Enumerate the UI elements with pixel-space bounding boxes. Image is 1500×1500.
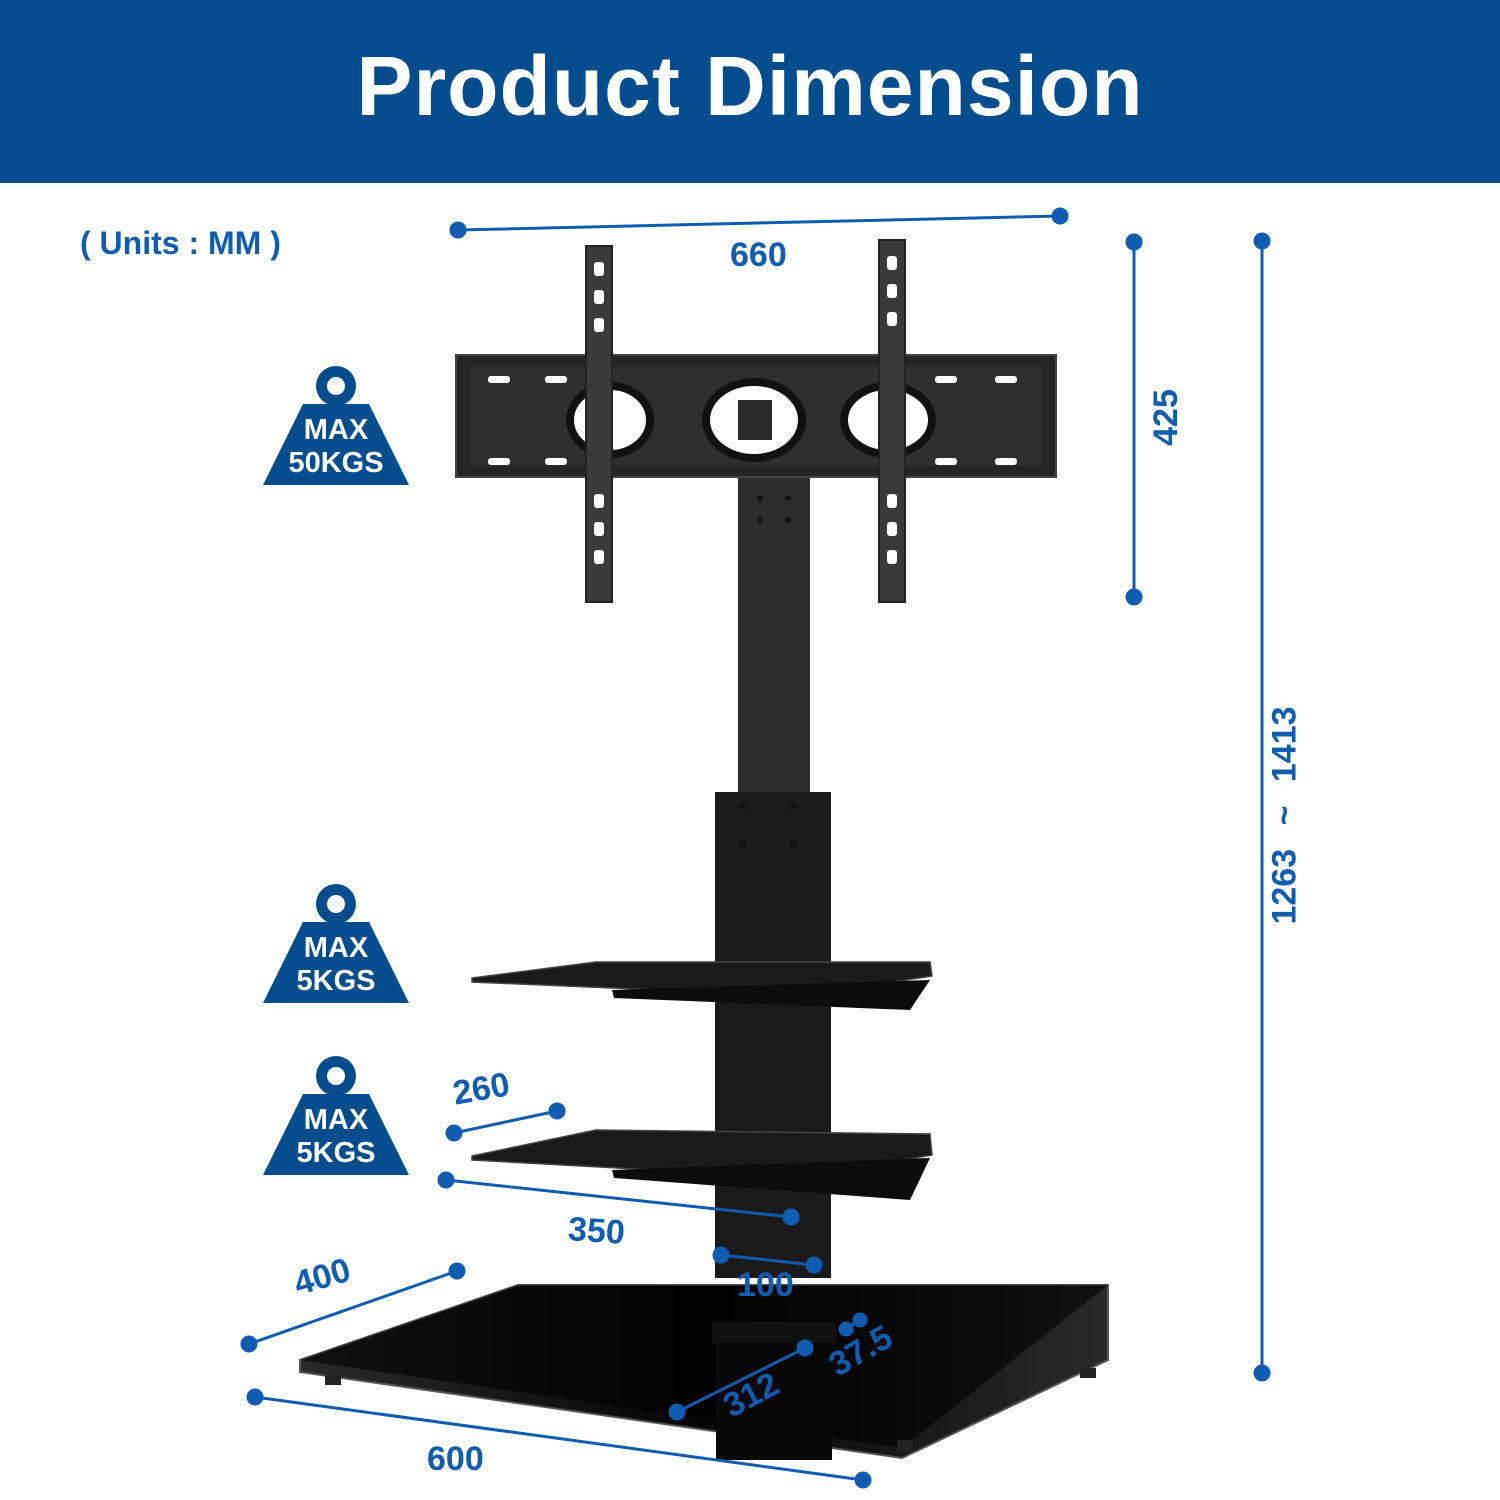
weight-value-label: 5KGS [296,965,376,997]
total-height-label: 1263 ~ 1413 [1265,706,1304,925]
page-title: Product Dimension [356,39,1144,133]
column-width-label: 100 [737,1266,794,1304]
weight-value-label: 5KGS [296,1137,376,1169]
weight-max-label: MAX [303,414,369,446]
weight-icon-tv-mount: MAX 50KGS [263,362,409,487]
tv-bracket-left [585,245,613,603]
weight-max-label: MAX [303,1104,369,1136]
weight-icon [263,1056,409,1175]
weight-icon [263,366,409,485]
weight-icon-lower-shelf: MAX 5KGS [263,1052,409,1177]
dimension-lines [240,207,1271,1489]
column [712,470,836,1460]
mount-width-label: 660 [730,236,787,274]
header-banner: Product Dimension [0,0,1500,183]
mount-height-label: 425 [1146,389,1185,446]
glass-base [299,1284,1109,1460]
weight-value-label: 50KGS [288,447,384,479]
upper-shelf [471,961,933,1010]
tv-mount-plate [455,354,1057,478]
shelf-width-label: 350 [566,1210,627,1252]
units-label: ( Units : MM ) [80,225,281,261]
weight-icon [263,884,409,1003]
lower-shelf [471,1129,933,1200]
base-width-label: 600 [427,1440,484,1478]
weight-icon-upper-shelf: MAX 5KGS [263,880,409,1005]
tv-bracket-right [878,239,906,603]
weight-max-label: MAX [303,932,369,964]
